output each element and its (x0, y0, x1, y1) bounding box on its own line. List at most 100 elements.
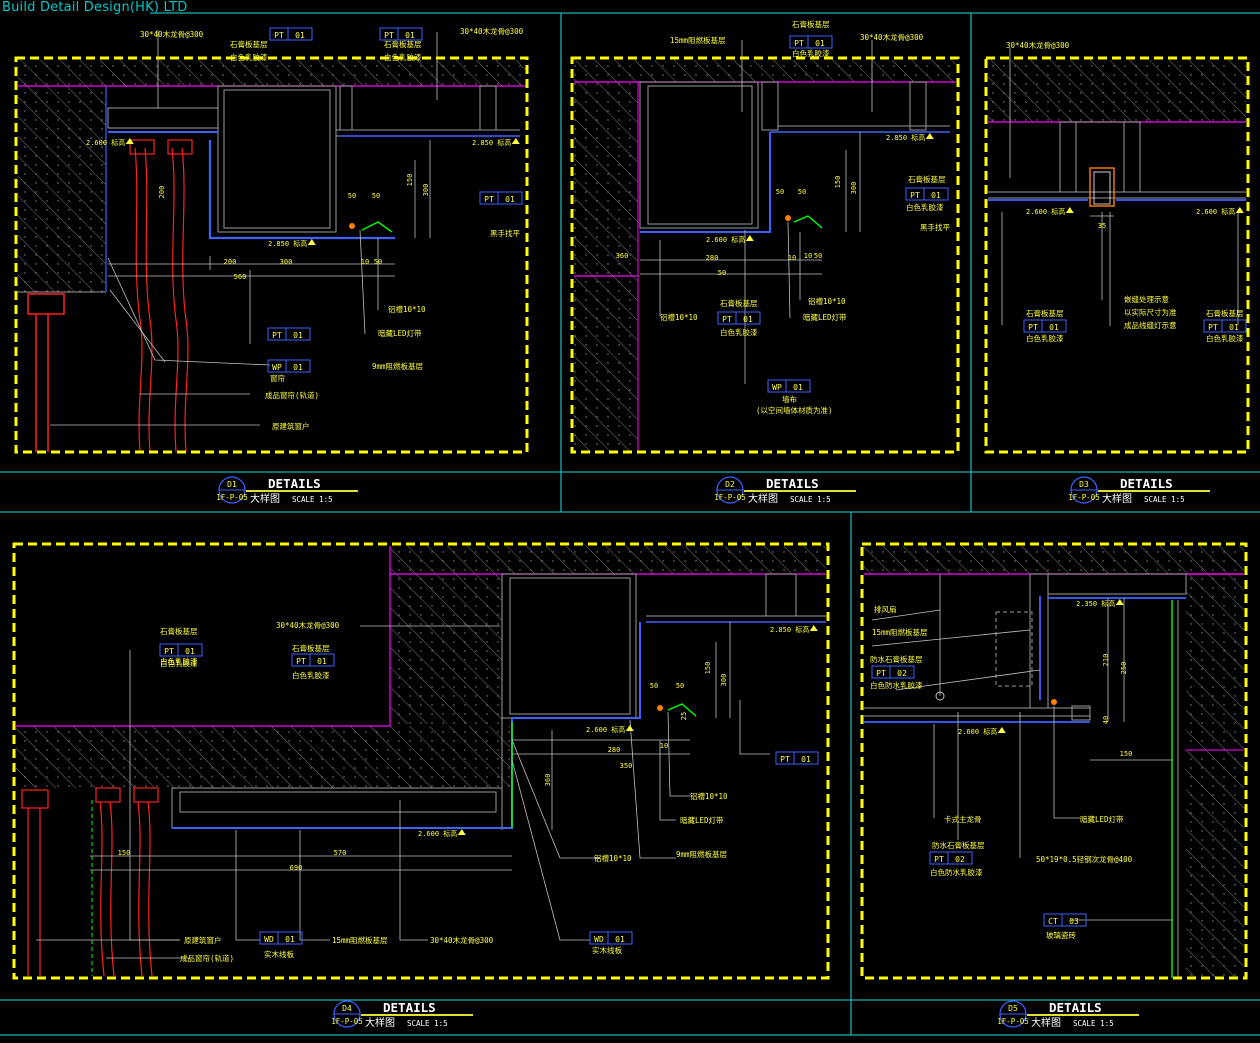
tag-code: WD (264, 935, 274, 944)
note-label: 30*40木龙骨@300 (460, 26, 524, 36)
panel-d4-labels: 30*40木龙骨@300白色乳胶漆石膏板基层白色乳胶漆石膏板基层白色乳胶漆铝槽1… (118, 620, 819, 963)
level-text: 2.600 标高 (1196, 207, 1235, 216)
note-label: 30*40木龙骨@300 (430, 935, 494, 945)
dimension-label: 50 (650, 682, 658, 690)
dimension-label: 300 (280, 258, 293, 266)
detail-subtitle: 大样图 (748, 492, 778, 505)
note-label: 铝槽10*10 (690, 791, 728, 801)
level-text: 2.600 标高 (418, 829, 457, 838)
note-label: 白色乳胶漆 (792, 48, 830, 58)
tag-number: 01 (317, 657, 327, 666)
tag-number: 01 (285, 935, 295, 944)
level-mark: 2.600 标高 (86, 138, 134, 147)
tag-number: 01 (801, 755, 811, 764)
dimension-label: 200 (224, 258, 237, 266)
note-label: 30*40木龙骨@300 (140, 29, 204, 39)
dimension-label: 360 (616, 252, 629, 260)
dimension-label: 150 (704, 662, 712, 675)
dimension-label: 50 (798, 188, 806, 196)
note-label: 原建筑窗户 (272, 421, 310, 431)
dimension-label: 150 (834, 176, 842, 189)
panel-d2 (574, 40, 956, 452)
note-label: 白色防水乳胶漆 (930, 867, 983, 877)
note-label: 嵌缝处理示意 (1124, 294, 1169, 304)
dimension-label: 50 (676, 682, 684, 690)
note-label: 成品线缝灯示意 (1124, 320, 1177, 330)
sheet-ref: 1F-P-05 (331, 1017, 363, 1026)
note-label: 实木线板 (264, 949, 294, 959)
level-mark: 2.600 标高 (1026, 207, 1074, 216)
dimension-label: 210 (1102, 654, 1110, 667)
note-label: 铝槽10*10 (660, 312, 698, 322)
note-label: 白色乳胶漆 (906, 202, 944, 212)
tag-number: 01 (931, 191, 941, 200)
note-label: 9mm阻燃板基层 (676, 849, 728, 859)
dimension-label: 10 (660, 742, 668, 750)
tag-code: PT (876, 669, 886, 678)
detail-heading: DETAILS (766, 476, 819, 491)
level-text: 2.350 标高 (1076, 599, 1115, 608)
tag-number: 01 (293, 331, 303, 340)
panel-d5 (864, 546, 1244, 978)
panel-d1 (18, 30, 526, 453)
dimension-label: 50 (372, 192, 380, 200)
detail-scale: SCALE 1:5 (790, 495, 831, 504)
dimension-label: 300 (850, 182, 858, 195)
note-label: 30*40木龙骨@300 (860, 32, 924, 42)
level-text: 2.600 标高 (586, 725, 625, 734)
note-label: 石膏板基层 (792, 19, 830, 29)
note-label: 黑手找平 (490, 228, 520, 238)
dimension-label: 150 (406, 174, 414, 187)
panel-d1-labels: 30*40木龙骨@300石膏板基层白色乳胶漆30*40木龙骨@300石膏板基层白… (86, 26, 524, 431)
detail-heading: DETAILS (1120, 476, 1173, 491)
note-label: 成品窗帘(轨道) (180, 953, 234, 963)
tag-code: PT (934, 855, 944, 864)
tag-number: 03 (1069, 917, 1079, 926)
note-label: 白色乳胶漆 (292, 670, 330, 680)
tag-number: 01 (185, 647, 195, 656)
level-mark: 2.850 标高 (268, 239, 316, 248)
detail-scale: SCALE 1:5 (292, 495, 333, 504)
tag-code: PT (384, 31, 394, 40)
note-label: 窗帘 (270, 373, 285, 383)
tag-code: PT (296, 657, 306, 666)
note-label: 防水石膏板基层 (870, 654, 923, 664)
dimension-label: 560 (234, 273, 247, 281)
tag-code: PT (1208, 323, 1218, 332)
note-label: 以实际尺寸为准 (1124, 307, 1177, 317)
level-mark: 2.600 标高 (418, 829, 466, 838)
panel-d2-labels: 15mm阻燃板基层石膏板基层白色乳胶漆30*40木龙骨@300石膏板基层白色乳胶… (616, 19, 951, 415)
note-label: 铝槽10*10 (594, 853, 632, 863)
dimension-label: 300 (422, 184, 430, 197)
dimension-label: 50 (814, 252, 822, 260)
tag-number: 01 (293, 363, 303, 372)
note-label: 白色乳胶漆 (160, 656, 198, 666)
tag-code: PT (722, 315, 732, 324)
note-label: 石膏板基层 (384, 39, 422, 49)
dimension-label: 40 (1102, 716, 1110, 724)
note-label: 白色乳胶漆 (230, 52, 268, 62)
tag-number: 02 (897, 669, 907, 678)
note-label: 暗藏LED灯带 (378, 328, 422, 338)
tag-code: PT (1028, 323, 1038, 332)
tag-code: PT (274, 31, 284, 40)
detail-scale: SCALE 1:5 (1144, 495, 1185, 504)
